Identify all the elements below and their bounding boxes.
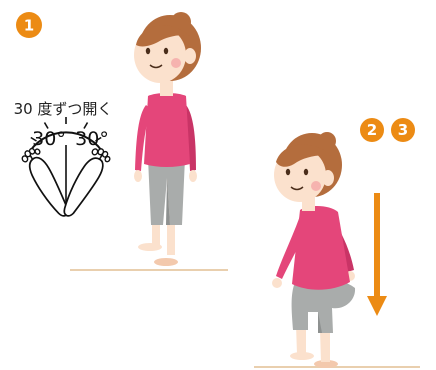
standing-woman-figure <box>134 12 201 266</box>
foot-angle-diagram: 30 度ずつ開く <box>14 100 113 217</box>
arc-ticks <box>30 117 102 142</box>
squatting-woman-figure <box>272 132 356 368</box>
step-2-3-badges: 2 3 <box>360 118 415 142</box>
step-1-number: 1 <box>24 17 34 35</box>
down-arrow-icon <box>367 193 387 316</box>
step-2-number: 2 <box>367 121 377 139</box>
step-3-number: 3 <box>398 121 408 139</box>
numbered-circle-icon <box>360 118 384 142</box>
foot-outline-icon <box>63 148 111 217</box>
numbered-circle-icon <box>16 12 42 38</box>
foot-angle-caption: 30 度ずつ開く <box>14 100 113 118</box>
foot-outline-icon <box>21 147 69 217</box>
left-angle-label: 30° <box>32 128 66 150</box>
step-1-badge: 1 <box>16 12 42 38</box>
angle-arc <box>26 131 106 157</box>
numbered-circle-icon <box>391 118 415 142</box>
right-angle-label: 30° <box>75 128 109 150</box>
